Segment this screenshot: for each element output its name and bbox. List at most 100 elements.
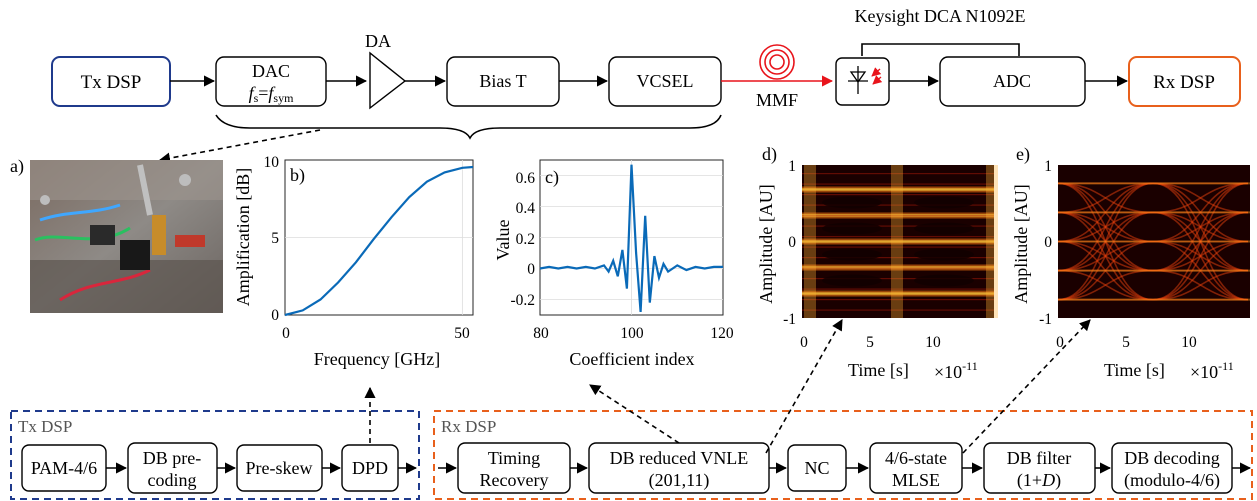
eye-d-crossing bbox=[986, 165, 998, 318]
d-ytick-m1: -1 bbox=[783, 311, 796, 328]
e-xtick-0: 0 bbox=[1056, 334, 1064, 351]
db-filter-label-1: DB filter bbox=[1007, 448, 1072, 468]
eye-d-level-core bbox=[802, 188, 994, 191]
eye-d-trace bbox=[802, 267, 994, 269]
bias-t-label: Bias T bbox=[479, 71, 526, 91]
eye-d-opening bbox=[822, 274, 882, 287]
c-ytick-0: 0 bbox=[527, 261, 535, 278]
b-ytick-5: 5 bbox=[271, 230, 279, 247]
tx-dsp-title: Tx DSP bbox=[18, 417, 72, 436]
eye-d-opening bbox=[914, 248, 974, 261]
c-ylabel: Value bbox=[493, 219, 513, 260]
eye-d-traces bbox=[802, 165, 998, 318]
fiber-coil-icon bbox=[759, 44, 795, 80]
eye-e-trace bbox=[1152, 182, 1249, 214]
c-xtick-120: 120 bbox=[710, 325, 734, 342]
pre-skew-label: Pre-skew bbox=[246, 458, 313, 478]
db-precoding-label-1: DB pre- bbox=[143, 448, 201, 468]
d-xtick-0: 0 bbox=[800, 334, 808, 351]
d-ytick-0: 0 bbox=[788, 234, 796, 251]
vnle-label-1: DB reduced VNLE bbox=[610, 448, 749, 468]
eye-d-trace bbox=[802, 246, 994, 248]
transmitter-brace bbox=[215, 114, 722, 140]
panel-c-label: c) bbox=[545, 167, 559, 188]
panel-a-label: a) bbox=[10, 156, 24, 177]
eye-e-trace bbox=[1057, 182, 1154, 301]
b-xtick-50: 50 bbox=[454, 325, 470, 342]
db-filter-label-2: (1+D) bbox=[1017, 470, 1061, 491]
eye-d-level-core bbox=[802, 240, 994, 243]
eye-e-trace bbox=[1152, 211, 1249, 301]
panel-a-photo: a) bbox=[10, 156, 223, 313]
keysight-label: Keysight DCA N1092E bbox=[855, 6, 1026, 26]
eye-d-trace bbox=[802, 204, 994, 206]
tx-dsp-block: Tx DSP PAM-4/6 DB pre- coding Pre-skew D… bbox=[10, 386, 420, 500]
pam-label: PAM-4/6 bbox=[31, 458, 97, 478]
eye-d-crossing bbox=[891, 165, 903, 318]
eye-d-trace bbox=[802, 173, 994, 175]
e-xtick-10: 10 bbox=[1181, 334, 1197, 351]
e-xtick-5: 5 bbox=[1122, 334, 1130, 351]
c-xtick-100: 100 bbox=[620, 325, 644, 342]
vnle-label-2: (201,11) bbox=[649, 470, 710, 491]
c-ytick-02: 0.2 bbox=[516, 231, 535, 248]
e-xscale: ×10-11 bbox=[1190, 359, 1234, 382]
b-ytick-10: 10 bbox=[264, 154, 280, 171]
adc-label: ADC bbox=[993, 71, 1031, 91]
c-xtick-80: 80 bbox=[533, 325, 549, 342]
eye-e-trace bbox=[1057, 211, 1154, 301]
timing-recovery-label-2: Recovery bbox=[480, 470, 549, 490]
db-decoding-label-2: (modulo-4/6) bbox=[1124, 470, 1220, 491]
eye-d-trace bbox=[802, 288, 994, 290]
panel-e-label: e) bbox=[1016, 144, 1030, 165]
eye-d-opening bbox=[914, 196, 974, 209]
rx-dsp-box bbox=[1128, 56, 1241, 107]
eye-d-level-core bbox=[802, 292, 994, 295]
e-ytick-m1: -1 bbox=[1039, 311, 1052, 328]
e-ytick-1: 1 bbox=[1044, 158, 1052, 175]
d-ylabel: Amplitude [AU] bbox=[756, 184, 776, 303]
eye-d-trace bbox=[802, 225, 994, 227]
d-ytick-1: 1 bbox=[788, 158, 796, 175]
panel-e-eye-diagram: e) 1 0 -1 0 5 10 Time [s] ×10-11 Amplitu… bbox=[1011, 144, 1250, 382]
top-signal-chain: Tx DSP DAC fs=fsym DA Bias T VCSEL MMF K… bbox=[51, 6, 1241, 164]
vcsel-label: VCSEL bbox=[636, 71, 693, 91]
eye-d-trace bbox=[802, 183, 994, 185]
eye-e-trace bbox=[1152, 182, 1249, 301]
eye-d-trace bbox=[802, 215, 994, 217]
panel-b-chart: b) 0 5 10 0 50 Frequency [GHz] Amplifica… bbox=[233, 154, 474, 369]
amplification-curve bbox=[284, 165, 474, 317]
dpd-label: DPD bbox=[352, 458, 388, 478]
c-ytick-m02: -0.2 bbox=[510, 292, 535, 309]
b-xtick-0: 0 bbox=[282, 325, 290, 342]
nc-label: NC bbox=[804, 458, 829, 478]
eye-e-trace bbox=[1057, 240, 1154, 301]
d-xtick-5: 5 bbox=[866, 334, 874, 351]
eye-d-trace bbox=[802, 309, 994, 311]
dac-label: DAC bbox=[252, 61, 290, 81]
d-xscale: ×10-11 bbox=[934, 359, 978, 382]
c-xlabel: Coefficient index bbox=[569, 349, 694, 369]
eye-d-crossing bbox=[804, 165, 816, 318]
eye-d-trace bbox=[802, 194, 994, 196]
coefficient-curve bbox=[539, 164, 723, 312]
eye-d-opening bbox=[914, 222, 974, 235]
d-xtick-10: 10 bbox=[925, 334, 941, 351]
eye-d-opening bbox=[822, 222, 882, 235]
tx-dsp-frame bbox=[10, 410, 420, 500]
eye-e-trace bbox=[1152, 240, 1249, 301]
eye-e-trace bbox=[1152, 269, 1249, 301]
b-xlabel: Frequency [GHz] bbox=[314, 349, 440, 369]
eye-d-opening bbox=[822, 248, 882, 261]
db-decoding-label-1: DB decoding bbox=[1124, 448, 1219, 468]
rx-dsp-block: Rx DSP Timing Recovery DB reduced VNLE (… bbox=[433, 319, 1253, 500]
rx-dsp-label: Rx DSP bbox=[1153, 72, 1215, 93]
mlse-label-2: MLSE bbox=[892, 470, 940, 490]
da-label: DA bbox=[365, 31, 391, 51]
rx-dsp-frame bbox=[433, 410, 1253, 500]
panel-c-chart: c) -0.2 0 0.2 0.4 0.6 80 100 120 Coeffic… bbox=[493, 159, 734, 369]
eye-d-trace bbox=[802, 299, 994, 301]
eye-d-opening bbox=[914, 274, 974, 287]
c-ytick-04: 0.4 bbox=[516, 200, 536, 217]
